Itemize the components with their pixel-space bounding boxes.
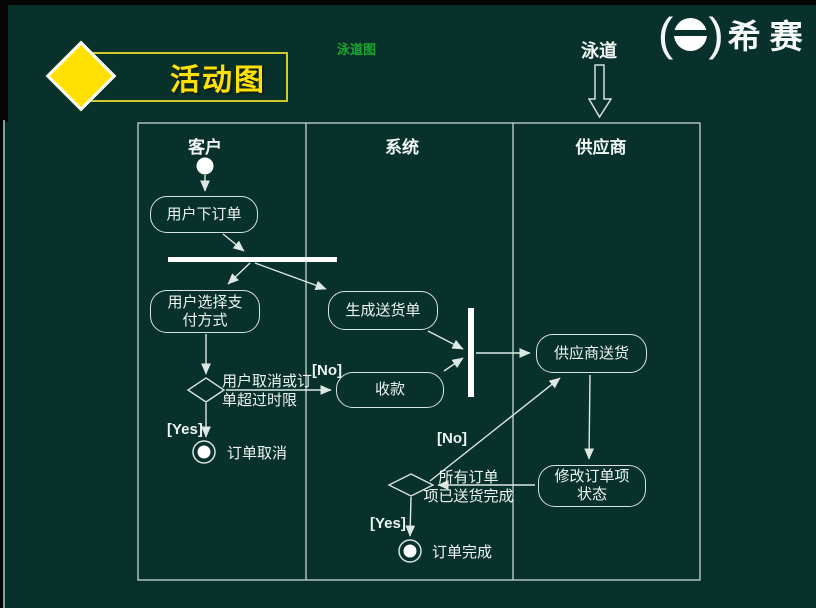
guard-yes-1: [Yes]: [167, 421, 203, 438]
lane-header-customer: 客户: [188, 138, 222, 157]
initial-node: [196, 157, 214, 175]
label-order-cancelled: 订单取消: [227, 445, 288, 462]
final-node-cancelled-ring: [192, 440, 216, 464]
guard-no-1: [No]: [312, 362, 342, 379]
left-light-line: [3, 120, 5, 608]
lane-header-system: 系统: [385, 138, 419, 157]
decision-delivered-diamond: [387, 473, 435, 497]
caption-swimlane-diagram: 泳道图: [337, 42, 377, 57]
guard-cancel-condition: 用户取消或订 单超过时限: [222, 373, 313, 409]
guard-no-2: [No]: [437, 430, 467, 447]
activity-collect-payment: 收款: [336, 372, 444, 408]
slide-title: 活动图: [170, 64, 266, 97]
activity-update-order-item-status: 修改订单项 状态: [538, 465, 646, 507]
flow-place-order-to-fork: [222, 233, 245, 252]
logo-right-paren: ): [708, 8, 724, 60]
label-order-complete: 订单完成: [432, 544, 493, 561]
logo-left-paren: (: [658, 8, 674, 60]
fork-bar: [168, 257, 337, 262]
swimlane-frame: [137, 122, 701, 581]
activity-place-order: 用户下订单: [150, 196, 258, 233]
flow-supplier-deliver-to-update: [584, 374, 595, 460]
flow-generate-note-to-join: [427, 330, 464, 350]
activity-supplier-deliver: 供应商送货: [536, 334, 647, 373]
flow-fork-to-choose-payment: [227, 262, 251, 285]
final-node-cancelled-core: [197, 445, 211, 459]
guard-yes-2: [Yes]: [370, 515, 406, 532]
activity-choose-payment: 用户选择支 付方式: [150, 290, 260, 333]
hollow-down-arrow-icon: [588, 64, 612, 118]
topleft-black-corner: [0, 0, 8, 122]
flow-fork-to-generate-note: [254, 262, 327, 290]
join-bar: [468, 308, 474, 397]
slide-title-box: 活动图: [90, 52, 288, 102]
swimlane-pointer-label: 泳道: [581, 41, 617, 61]
final-node-complete-core: [403, 544, 417, 558]
logo-brand-name: 希赛: [727, 18, 812, 55]
logo-globe-icon: [674, 17, 708, 51]
final-node-complete-ring: [398, 539, 422, 563]
lane-header-supplier: 供应商: [575, 138, 627, 157]
decision-cancel-diamond: [186, 377, 226, 403]
flow-decision2-no-to-supplier-deliver: [429, 377, 561, 482]
xisai-logo: ( ) 希赛: [658, 8, 812, 60]
top-black-edge: [0, 0, 816, 5]
flow-decision2-to-complete: [405, 496, 416, 537]
activity-generate-delivery-note: 生成送货单: [328, 291, 438, 330]
left-black-edge: [0, 0, 3, 608]
flow-collect-to-join: [443, 357, 464, 372]
guard-all-delivered-condition: 所有订单 项已送货完成: [423, 469, 514, 505]
